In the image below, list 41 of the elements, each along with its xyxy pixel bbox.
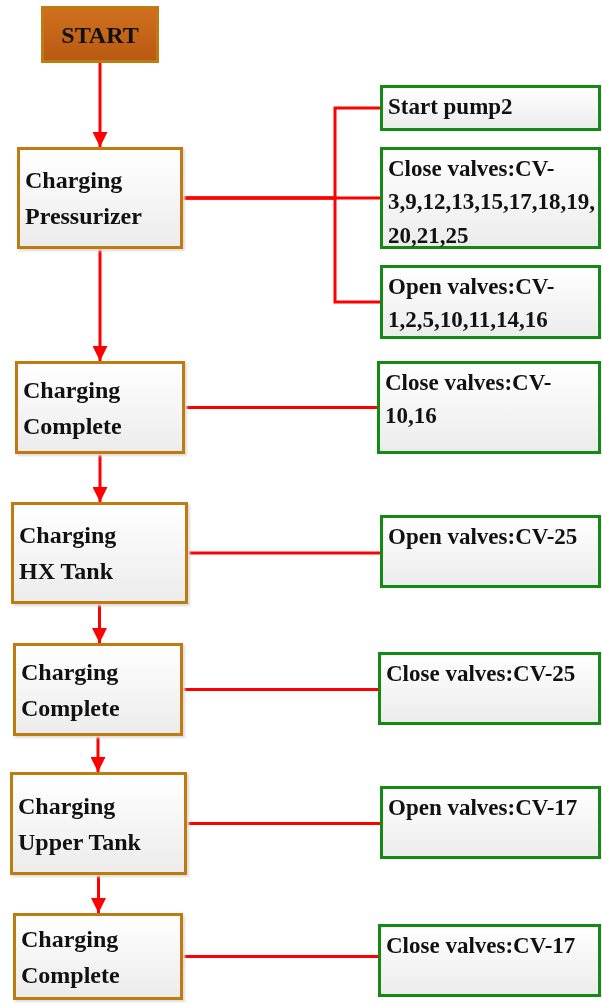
arrow: [92, 454, 108, 502]
node-text: Charging Complete: [23, 375, 123, 441]
node-text: Charging Upper Tank: [18, 791, 142, 857]
connector-line: [183, 688, 378, 691]
connector-line: [187, 822, 380, 825]
process-box: [13, 913, 183, 1000]
node-text: Open valves:CV-17: [388, 794, 578, 822]
node-text: Open valves:CV-25: [388, 523, 578, 551]
process-box: [10, 772, 187, 875]
process-box: [11, 502, 188, 604]
connector-line: [185, 406, 377, 409]
node-text: Start pump2: [388, 93, 513, 121]
node-text: Charging Complete: [21, 657, 121, 723]
node-text: Close valves:CV-25: [386, 660, 576, 688]
action-box: [380, 85, 601, 131]
node-text: Close valves:CV-17: [386, 932, 576, 960]
node-text: Charging Complete: [21, 924, 121, 990]
connector-line: [188, 551, 380, 555]
start-box: [41, 6, 159, 63]
process-box: [17, 147, 183, 249]
action-box: [377, 361, 601, 454]
action-box: [380, 515, 601, 588]
process-box: [13, 643, 183, 736]
node-text: Close valves:CV-10,16: [385, 369, 553, 431]
connector-line: [183, 196, 380, 304]
process-box: [15, 361, 185, 454]
action-box: [378, 924, 601, 997]
arrow: [92, 249, 108, 361]
connector-line: [183, 955, 378, 958]
arrow: [90, 736, 106, 772]
node-text: Close valves:CV-3,9,12,13,15,17,18,19,20,21,25: [388, 155, 596, 250]
action-box: [380, 265, 601, 339]
node-text: Charging HX Tank: [19, 521, 118, 586]
node-text: Charging Pressurizer: [25, 166, 143, 231]
arrow: [92, 604, 107, 643]
node-text: Open valves:CV-1,2,5,10,11,14,16: [388, 273, 556, 335]
node-text: START: [61, 20, 139, 50]
arrow: [91, 875, 106, 913]
action-box: [378, 652, 601, 725]
action-box: [380, 786, 601, 859]
arrow: [92, 63, 108, 147]
